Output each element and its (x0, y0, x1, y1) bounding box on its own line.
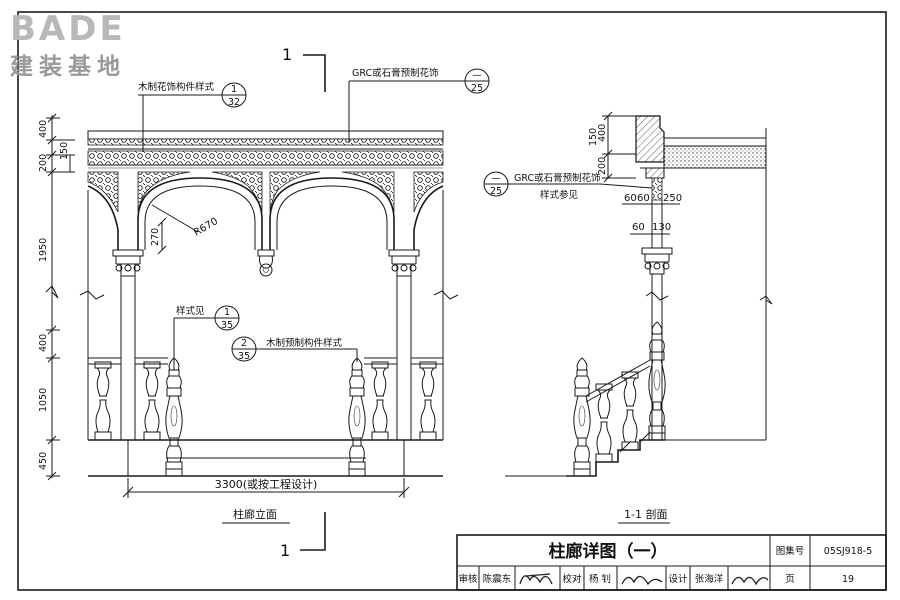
svg-text:样式参见: 样式参见 (540, 189, 578, 201)
elevation-caption: 柱廊立面 (233, 507, 277, 521)
svg-text:35: 35 (221, 320, 233, 331)
svg-text:200: 200 (38, 154, 49, 172)
section-mark-number: 1 (282, 45, 292, 64)
signature-check (621, 575, 663, 586)
svg-text:130: 130 (652, 222, 671, 233)
width-dimension: 3300(或按工程设计) (122, 477, 410, 498)
left-dimension-chain: 400 150 200 1950 400 1050 450 (38, 113, 75, 481)
callout-wood-ornament: 木制花饰构件样式 1 32 (138, 81, 247, 152)
svg-text:1950: 1950 (38, 238, 49, 262)
colonnade-elevation: 1 1 (79, 45, 459, 560)
svg-text:—: — (472, 70, 482, 81)
svg-text:1: 1 (224, 307, 230, 318)
svg-text:审核: 审核 (458, 573, 478, 585)
svg-text:60: 60 (624, 193, 637, 204)
pendant-drop (257, 249, 275, 277)
svg-text:60: 60 (632, 222, 645, 233)
svg-text:35: 35 (238, 351, 250, 362)
svg-text:杨 钊: 杨 钊 (589, 573, 611, 585)
arch-right (269, 177, 395, 250)
svg-text:GRC或石膏预制花饰: GRC或石膏预制花饰 (514, 172, 601, 184)
callout-wood-precast: 2 35 木制预制构件样式 (231, 336, 358, 362)
svg-text:设计: 设计 (668, 573, 688, 585)
arch-drop-dim: 270 (150, 228, 161, 246)
svg-text:250: 250 (663, 193, 682, 204)
section-1-1: 1-1 剖面 150 400 200 60 60 250 60 130 (505, 111, 773, 524)
radius-label: R670 (192, 216, 220, 239)
radius-leader (151, 204, 199, 233)
svg-text:图集号: 图集号 (776, 545, 805, 557)
signature-review (519, 573, 553, 585)
svg-text:校对: 校对 (562, 573, 582, 585)
title-block: 柱廊详图（一） 图集号 05SJ918-5 审核 陈震东 校对 杨 钊 设计 张… (456, 534, 887, 591)
callout-grc-section: — 25 GRC或石膏预制花饰 样式参见 (483, 171, 653, 201)
svg-text:400: 400 (597, 124, 608, 142)
svg-text:25: 25 (490, 186, 502, 197)
svg-text:1050: 1050 (38, 388, 49, 412)
cornice (87, 130, 444, 140)
logo-subtitle: 建装基地 (10, 54, 126, 80)
svg-text:150: 150 (588, 128, 599, 146)
column-right (388, 249, 420, 440)
frieze-ornament (87, 150, 444, 166)
svg-text:1: 1 (231, 84, 237, 95)
column-edge (87, 190, 444, 440)
svg-text:400: 400 (38, 334, 49, 352)
arch-left (137, 177, 263, 250)
svg-text:400: 400 (38, 120, 49, 138)
callout-grc-elevation: GRC或石膏预制花饰 — 25 (348, 67, 490, 142)
svg-text:陈震东: 陈震东 (483, 573, 512, 585)
section-caption: 1-1 剖面 (624, 507, 667, 521)
stairs (566, 439, 665, 477)
balusters (94, 361, 437, 441)
svg-text:60: 60 (637, 193, 650, 204)
svg-text:200: 200 (597, 157, 608, 175)
svg-text:样式见: 样式见 (176, 305, 205, 317)
svg-text:—: — (491, 173, 501, 184)
logo-brand: BADE (10, 9, 126, 49)
atlas-number: 05SJ918-5 (824, 546, 873, 557)
svg-text:32: 32 (228, 97, 240, 108)
svg-text:25: 25 (471, 83, 483, 94)
sheet-border (17, 11, 887, 591)
column-left (112, 249, 144, 440)
width-dim-label: 3300(或按工程设计) (215, 477, 318, 491)
signature-design (731, 576, 769, 586)
section-cut-mark-bottom (300, 512, 326, 551)
svg-text:木制花饰构件样式: 木制花饰构件样式 (138, 81, 215, 93)
svg-text:2: 2 (241, 338, 247, 349)
svg-text:页: 页 (785, 574, 795, 585)
page-number: 19 (842, 574, 854, 585)
callout-style-see: 样式见 1 35 (173, 305, 240, 370)
svg-text:150: 150 (59, 142, 70, 160)
section-mark-number-bottom: 1 (280, 541, 290, 560)
svg-text:木制预制构件样式: 木制预制构件样式 (266, 337, 343, 349)
svg-text:GRC或石膏预制花饰: GRC或石膏预制花饰 (352, 67, 439, 79)
drawing-title: 柱廊详图（一） (549, 541, 668, 562)
dentil-band (87, 138, 444, 146)
brand-logo: BADE 建装基地 (10, 9, 126, 80)
svg-text:张海洋: 张海洋 (695, 573, 724, 585)
section-cut-mark-top (303, 54, 326, 92)
svg-text:450: 450 (38, 452, 49, 470)
